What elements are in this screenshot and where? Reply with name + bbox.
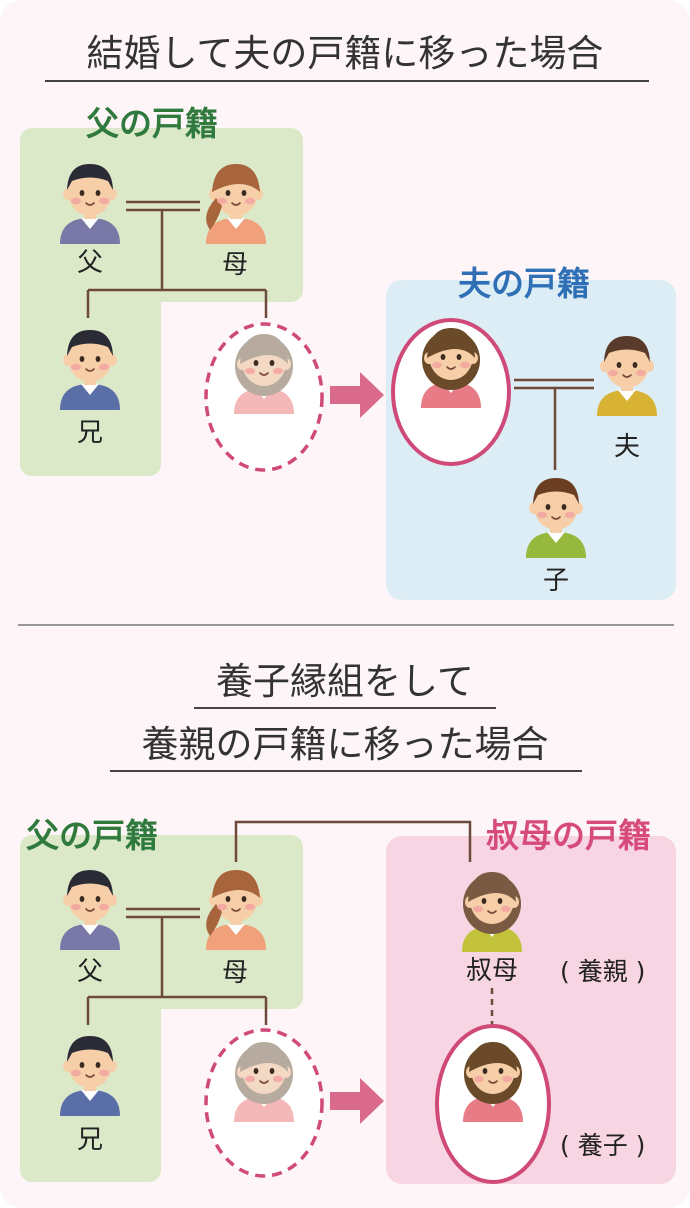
brother-figure-2 — [60, 1036, 120, 1116]
section1-title: 結婚して夫の戸籍に移った場合 — [86, 32, 604, 75]
label-father-1: 父 — [76, 248, 103, 278]
husband-registry-label: 夫の戸籍 — [458, 264, 590, 303]
sibling-link-mother-aunt — [234, 820, 472, 862]
connectors-section2 — [86, 820, 494, 1028]
label-mother-1: 母 — [221, 250, 248, 280]
label-child: 子 — [542, 566, 569, 596]
me-before-figure-2 — [234, 1042, 294, 1122]
aunt-figure — [462, 872, 522, 952]
father-registry-label-1: 父の戸籍 — [86, 104, 218, 143]
label-role-adoptive-parent: ( 養親 ) — [560, 957, 646, 986]
child-figure — [526, 478, 586, 558]
brother-figure-1 — [60, 330, 120, 410]
mother-figure-2 — [206, 870, 266, 950]
section2-title-underline-1 — [194, 707, 496, 709]
arrow-move-2 — [330, 1078, 384, 1124]
father-figure-1 — [60, 164, 120, 244]
mother-figure-1 — [206, 164, 266, 244]
me-before-figure-1 — [234, 334, 294, 414]
label-father-2: 父 — [76, 957, 103, 987]
section2-title-line2: 養親の戸籍に移った場合 — [141, 723, 549, 766]
connectors-section1 — [86, 200, 594, 470]
label-brother-2: 兄 — [76, 1125, 103, 1155]
me-after-figure-2 — [463, 1042, 523, 1122]
label-role-adopted-child: ( 養子 ) — [560, 1131, 646, 1160]
me-after-figure-1 — [421, 328, 481, 408]
section-divider — [18, 624, 674, 626]
label-aunt: 叔母 — [465, 956, 518, 986]
father-registry-label-2: 父の戸籍 — [26, 816, 158, 855]
aunt-registry-label: 叔母の戸籍 — [486, 816, 651, 855]
section1-title-underline — [45, 80, 649, 82]
label-husband: 夫 — [613, 432, 640, 462]
husband-figure — [597, 336, 657, 416]
father-figure-2 — [60, 870, 120, 950]
label-brother-1: 兄 — [76, 418, 103, 448]
label-mother-2: 母 — [221, 958, 248, 988]
arrow-move-1 — [330, 372, 384, 418]
section2-title-line1: 養子縁組をして — [216, 660, 474, 703]
section2-title-underline-2 — [110, 770, 582, 772]
